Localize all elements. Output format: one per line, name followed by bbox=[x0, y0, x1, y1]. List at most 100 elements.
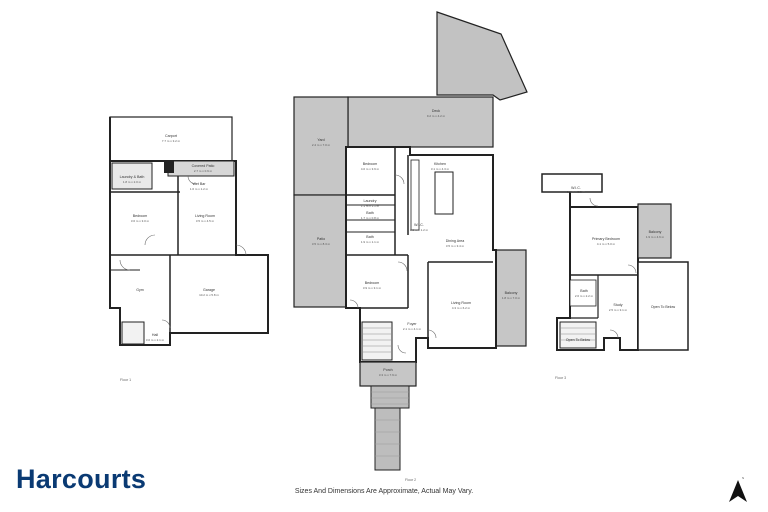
door-swing bbox=[161, 319, 171, 329]
door-swing bbox=[609, 329, 619, 339]
room-name: Dining Area bbox=[446, 239, 465, 243]
room-dims: 3.3 m x 7.9 m bbox=[379, 373, 398, 377]
room-name: Yard bbox=[317, 138, 324, 142]
carport-area bbox=[109, 116, 233, 162]
room-name: Primary Bedroom bbox=[592, 237, 620, 241]
entry-path bbox=[374, 407, 401, 471]
door-swing bbox=[349, 299, 359, 309]
floor-label: Floor 3 bbox=[555, 376, 566, 380]
room-name: Kitchen bbox=[434, 162, 446, 166]
room-name: Covered Patio bbox=[192, 164, 215, 168]
floor-3-labels: W.I.C. 2.1 m x 2.2 m Primary Bedroom 4.1… bbox=[566, 186, 676, 342]
porch-area bbox=[359, 361, 417, 387]
floor-1-plan: Carport 7.7 m x 3.2 m Laundry & Bath 1.8… bbox=[109, 116, 269, 382]
room-name: Laundry bbox=[364, 199, 377, 203]
room-dims: 3.9 m x 3.1 m bbox=[363, 286, 382, 290]
room-dims: 3.1 m x 4.3 m bbox=[431, 167, 450, 171]
balcony-area bbox=[495, 249, 527, 347]
room-dims: 3.0 m x 2.1 m bbox=[146, 338, 165, 342]
room-dims: 2.1 m x 1.2 m bbox=[410, 228, 429, 232]
kitchen-counter bbox=[410, 159, 420, 231]
room-dims: 1.9 m x 1.1 m bbox=[361, 240, 380, 244]
door-swing bbox=[589, 197, 599, 207]
room-dims: 2.5 m x 3.1 m bbox=[609, 308, 628, 312]
disclaimer-text: Sizes And Dimensions Are Approximate, Ac… bbox=[294, 488, 474, 495]
hall-stairs bbox=[121, 321, 145, 345]
room-dims: 4.0 m x 3.9 m bbox=[361, 167, 380, 171]
stair-treads bbox=[362, 327, 392, 353]
room-dims: 2.6 m x 2.2 m bbox=[575, 294, 594, 298]
door-swing bbox=[144, 234, 156, 246]
floor-2-plan: Deck 9.2 m x 4.2 m Yard 2.4 m x 7.0 m Be… bbox=[293, 11, 528, 482]
room-dims: 10.2 m x 5.8 m bbox=[199, 293, 219, 297]
floor-label: Floor 1 bbox=[120, 378, 131, 382]
room-dims: 1.9 m x 4.6 m bbox=[646, 235, 665, 239]
patio-area bbox=[293, 194, 347, 308]
open-to-below-area bbox=[637, 261, 689, 351]
room-name: Foyer bbox=[407, 322, 417, 326]
door-swing bbox=[119, 259, 131, 271]
room-name: Gym bbox=[136, 288, 144, 292]
stair-block bbox=[164, 161, 174, 173]
room-dims: 4.3 m x 6.2 m bbox=[452, 306, 471, 310]
compass-label: N bbox=[742, 476, 744, 480]
room-name: Wet Bar bbox=[193, 182, 207, 186]
balcony-area bbox=[637, 203, 672, 259]
room-dims: 1.6 m x 1.2 m bbox=[190, 187, 209, 191]
room-dims: 9.2 m x 4.2 m bbox=[427, 114, 446, 118]
room-name: Bath bbox=[580, 289, 587, 293]
floor-3-plan: W.I.C. 2.1 m x 2.2 m Primary Bedroom 4.1… bbox=[541, 173, 689, 380]
room-name: Bath bbox=[366, 235, 373, 239]
door-swing bbox=[627, 264, 637, 274]
door-swing bbox=[187, 175, 197, 185]
floor-1-labels: Carport 7.7 m x 3.2 m Laundry & Bath 1.8… bbox=[120, 134, 220, 342]
room-name: W.I.C. bbox=[571, 186, 581, 190]
room-name: Balcony bbox=[649, 230, 662, 234]
room-name: Bedroom bbox=[363, 162, 378, 166]
room-name: Hall bbox=[152, 333, 158, 337]
room-dims: 2.1 m x 2.2 m bbox=[567, 190, 586, 194]
deck-area bbox=[347, 96, 494, 148]
path-stripes bbox=[371, 391, 409, 457]
room-name: Living Room bbox=[451, 301, 471, 305]
north-arrow: N bbox=[729, 476, 747, 502]
room-dims: 3.6 m x 3.0 m bbox=[131, 219, 150, 223]
room-name: Living Room bbox=[195, 214, 215, 218]
room-dims: 1.8 m x 7.0 m bbox=[502, 296, 521, 300]
room-dims: 7.7 m x 3.2 m bbox=[162, 139, 181, 143]
floor-2-labels: Deck 9.2 m x 4.2 m Yard 2.4 m x 7.0 m Be… bbox=[312, 109, 521, 377]
wic-area bbox=[541, 173, 603, 193]
door-swing bbox=[397, 261, 408, 272]
room-dims: 3.5 m x 4.5 m bbox=[196, 219, 215, 223]
upper-deck bbox=[436, 11, 528, 101]
room-dims: 3.5 m x 8.3 m bbox=[312, 242, 331, 246]
room-dims: 2.4 m x 7.0 m bbox=[312, 143, 331, 147]
room-dims: 2.7 m x 0.9 m bbox=[194, 169, 213, 173]
door-swing bbox=[397, 344, 407, 354]
room-name: W.I.C. bbox=[414, 223, 424, 227]
room-dims: 2.1 m x 4.1 m bbox=[403, 327, 422, 331]
brand-logo: Harcourts bbox=[16, 464, 147, 494]
door-swing bbox=[394, 174, 405, 185]
kitchen-island bbox=[434, 171, 454, 215]
room-name: Bedroom bbox=[133, 214, 148, 218]
room-name: Bath bbox=[366, 211, 373, 215]
room-name: Open To Below bbox=[566, 338, 591, 342]
door-swing bbox=[235, 244, 247, 256]
room-name: Study bbox=[613, 303, 622, 307]
room-name: Carport bbox=[165, 134, 177, 138]
bath-area bbox=[569, 279, 597, 307]
door-swing bbox=[427, 329, 437, 339]
compass-arrow-icon bbox=[729, 480, 747, 502]
entry-steps bbox=[370, 385, 410, 409]
room-name: Balcony bbox=[505, 291, 518, 295]
laundry-area bbox=[111, 162, 153, 190]
main-stairs bbox=[361, 321, 393, 361]
room-name: Garage bbox=[203, 288, 215, 292]
room-name: Bedroom bbox=[365, 281, 380, 285]
room-dims: 1.7 m x 0.8 m bbox=[361, 216, 380, 220]
room-name: Open To Below bbox=[651, 305, 676, 309]
room-name: Porch bbox=[383, 368, 392, 372]
stair-well bbox=[559, 321, 597, 349]
room-dims: 3.5 m x 3.4 m bbox=[446, 244, 465, 248]
